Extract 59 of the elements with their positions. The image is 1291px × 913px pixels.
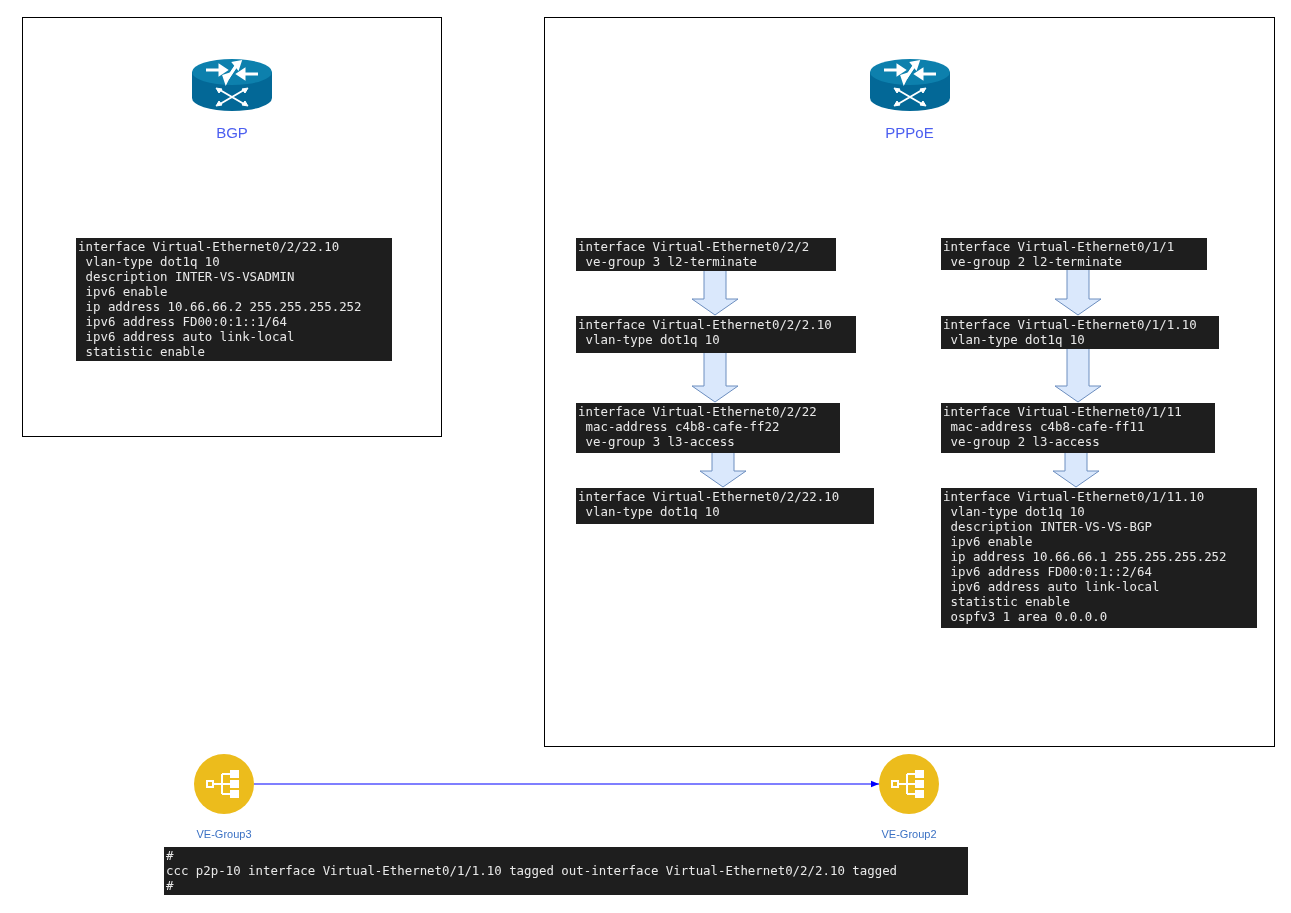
- config-line: ve-group 2 l3-access: [949, 434, 1101, 449]
- config-line: ve-group 2 l2-terminate: [949, 254, 1124, 269]
- config-line: ipv6 address FD00:0:1::2/64: [949, 564, 1153, 579]
- config-line: mac-address c4b8-cafe-ff11: [949, 419, 1146, 434]
- config-line: ipv6 enable: [84, 284, 169, 299]
- config-line: vlan-type dot1q 10: [584, 332, 721, 347]
- config-line: statistic enable: [949, 594, 1071, 609]
- config-line: ip address 10.66.66.1 255.255.255.252: [949, 549, 1228, 564]
- config-line: description INTER-VS-VSADMIN: [84, 269, 296, 284]
- block-arrow: [1054, 268, 1102, 316]
- config-line: #: [166, 848, 175, 863]
- block-arrow: [691, 351, 739, 403]
- config-line: ospfv3 1 area 0.0.0.0: [949, 609, 1109, 624]
- config-block: [164, 847, 968, 895]
- config-line: interface Virtual-Ethernet0/2/2: [578, 239, 811, 254]
- config-block: [76, 238, 392, 361]
- vs-frame: [22, 17, 442, 437]
- config-line: interface Virtual-Ethernet0/2/2.10: [578, 317, 833, 332]
- config-line: vlan-type dot1q 10: [84, 254, 221, 269]
- config-line: interface Virtual-Ethernet0/2/22: [578, 404, 818, 419]
- config-line: ip address 10.66.66.2 255.255.255.252: [84, 299, 363, 314]
- block-arrow: [691, 269, 739, 316]
- config-line: description INTER-VS-VS-BGP: [949, 519, 1153, 534]
- config-block: [576, 316, 856, 353]
- config-line: ccc p2p-10 interface Virtual-Ethernet0/1/1.10 tagged out-interface Virtual-Ethernet0/2/2.10 tagged: [166, 863, 899, 878]
- config-line: mac-address c4b8-cafe-ff22: [584, 419, 781, 434]
- config-line: statistic enable: [84, 344, 206, 359]
- config-block: [941, 316, 1219, 349]
- config-line: interface Virtual-Ethernet0/1/1: [943, 239, 1176, 254]
- vs-frame: [544, 17, 1275, 747]
- config-block: [576, 403, 840, 453]
- config-block: [941, 238, 1207, 270]
- config-block: [941, 488, 1257, 628]
- config-block: [576, 238, 836, 271]
- config-line: #: [166, 878, 175, 893]
- config-line: ipv6 enable: [949, 534, 1034, 549]
- block-arrow: [1052, 451, 1100, 488]
- vs-label: PPPoE: [885, 124, 934, 141]
- config-line: vlan-type dot1q 10: [949, 504, 1086, 519]
- arrow: [253, 780, 880, 788]
- config-line: ipv6 address auto link-local: [84, 329, 296, 344]
- config-block: [576, 488, 874, 524]
- config-line: ve-group 3 l2-terminate: [584, 254, 759, 269]
- config-block: [941, 403, 1215, 453]
- config-line: vlan-type dot1q 10: [584, 504, 721, 519]
- config-line: ipv6 address FD00:0:1::1/64: [84, 314, 288, 329]
- block-arrow: [699, 451, 747, 488]
- config-line: interface Virtual-Ethernet0/1/11: [943, 404, 1183, 419]
- config-line: ve-group 3 l3-access: [584, 434, 736, 449]
- block-arrow: [1054, 347, 1102, 403]
- config-line: vlan-type dot1q 10: [949, 332, 1086, 347]
- config-line: interface Virtual-Ethernet0/1/1.10: [943, 317, 1198, 332]
- config-line: interface Virtual-Ethernet0/2/22.10: [78, 239, 341, 254]
- vs-label: BGP: [216, 124, 248, 141]
- config-line: interface Virtual-Ethernet0/1/11.10: [943, 489, 1206, 504]
- config-line: interface Virtual-Ethernet0/2/22.10: [578, 489, 841, 504]
- group-label: VE-Group3: [196, 828, 252, 840]
- group-label: VE-Group2: [881, 828, 937, 840]
- config-line: ipv6 address auto link-local: [949, 579, 1161, 594]
